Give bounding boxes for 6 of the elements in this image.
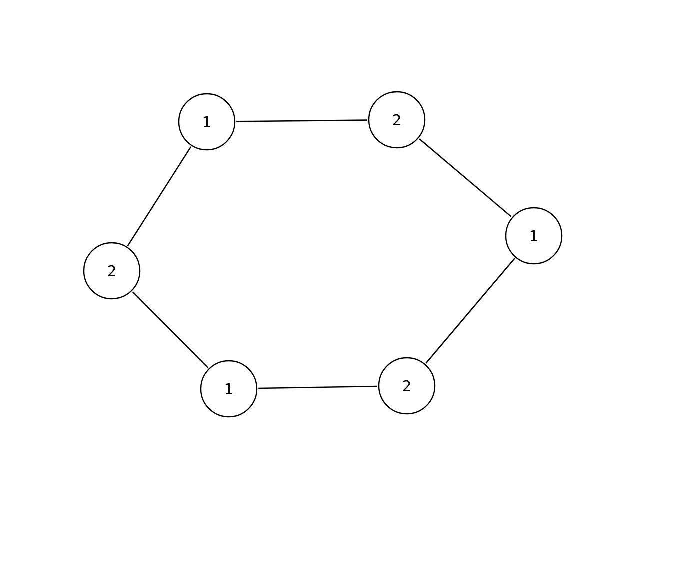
connector-line [426,258,516,364]
connector-line [127,146,192,246]
connector-line [419,138,512,218]
connector-line [132,292,209,368]
connector-line [258,386,378,390]
connector-line [236,120,368,122]
